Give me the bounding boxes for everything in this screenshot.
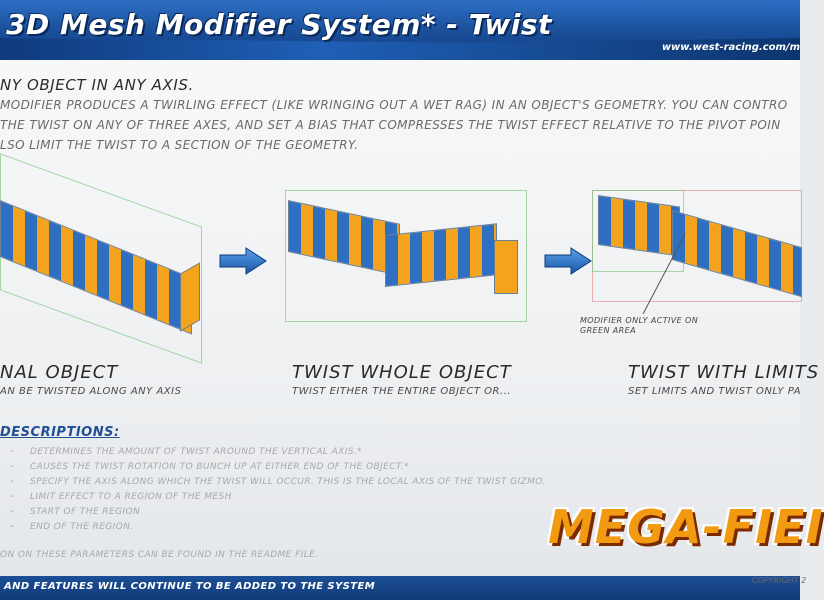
website-link[interactable]: www.west-racing.com/m <box>661 42 800 53</box>
caption-original-title: nal object <box>0 362 119 383</box>
caption-twist-title: Twist whole object <box>292 362 512 383</box>
intro-line-2: the twist on any of three axes, and set … <box>0 118 781 132</box>
readme-footnote: on on these parameters can be found in t… <box>0 550 319 560</box>
list-dash: - <box>10 506 14 517</box>
right-arrow-icon <box>544 247 592 275</box>
right-arrow-icon <box>219 247 267 275</box>
list-item: Specify the axis along which the twist w… <box>30 477 546 487</box>
descriptions-heading: descriptions: <box>0 425 120 440</box>
annotation-label: Modifier only active on green area <box>580 316 699 335</box>
page-title: 3D Mesh Modifier System* - Twist <box>6 8 552 41</box>
footer-bar <box>0 576 800 600</box>
list-item: Determines the amount of twist around th… <box>30 447 363 457</box>
list-dash: - <box>10 491 14 502</box>
copyright-text: Copyright 2 <box>752 576 807 585</box>
annotation-pointer <box>642 233 686 315</box>
mega-fiers-logo: MEGA-FIEI <box>548 500 824 554</box>
list-item: Start of the region <box>30 507 141 517</box>
list-dash: - <box>10 521 14 532</box>
content-panel <box>0 60 800 576</box>
footer-text: and features will continue to be added t… <box>4 581 376 592</box>
list-item: Limit effect to a region of the mesh <box>30 492 232 502</box>
list-dash: - <box>10 476 14 487</box>
list-item: Causes the twist rotation to bunch up at… <box>30 462 409 472</box>
caption-limits-subtitle: Set limits and twist only pa <box>628 386 802 397</box>
list-dash: - <box>10 446 14 457</box>
caption-limits-title: Twist with limits <box>628 362 820 383</box>
intro-heading: ny object in any axis. <box>0 76 194 94</box>
list-item: End of the region. <box>30 522 134 532</box>
list-dash: - <box>10 461 14 472</box>
intro-line-3: lso limit the twist to a section of the … <box>0 138 359 152</box>
caption-twist-subtitle: Twist either the entire object or... <box>292 386 511 397</box>
intro-line-1: modifier produces a twirling effect (lik… <box>0 98 788 112</box>
caption-original-subtitle: an be twisted along any axis <box>0 386 182 397</box>
